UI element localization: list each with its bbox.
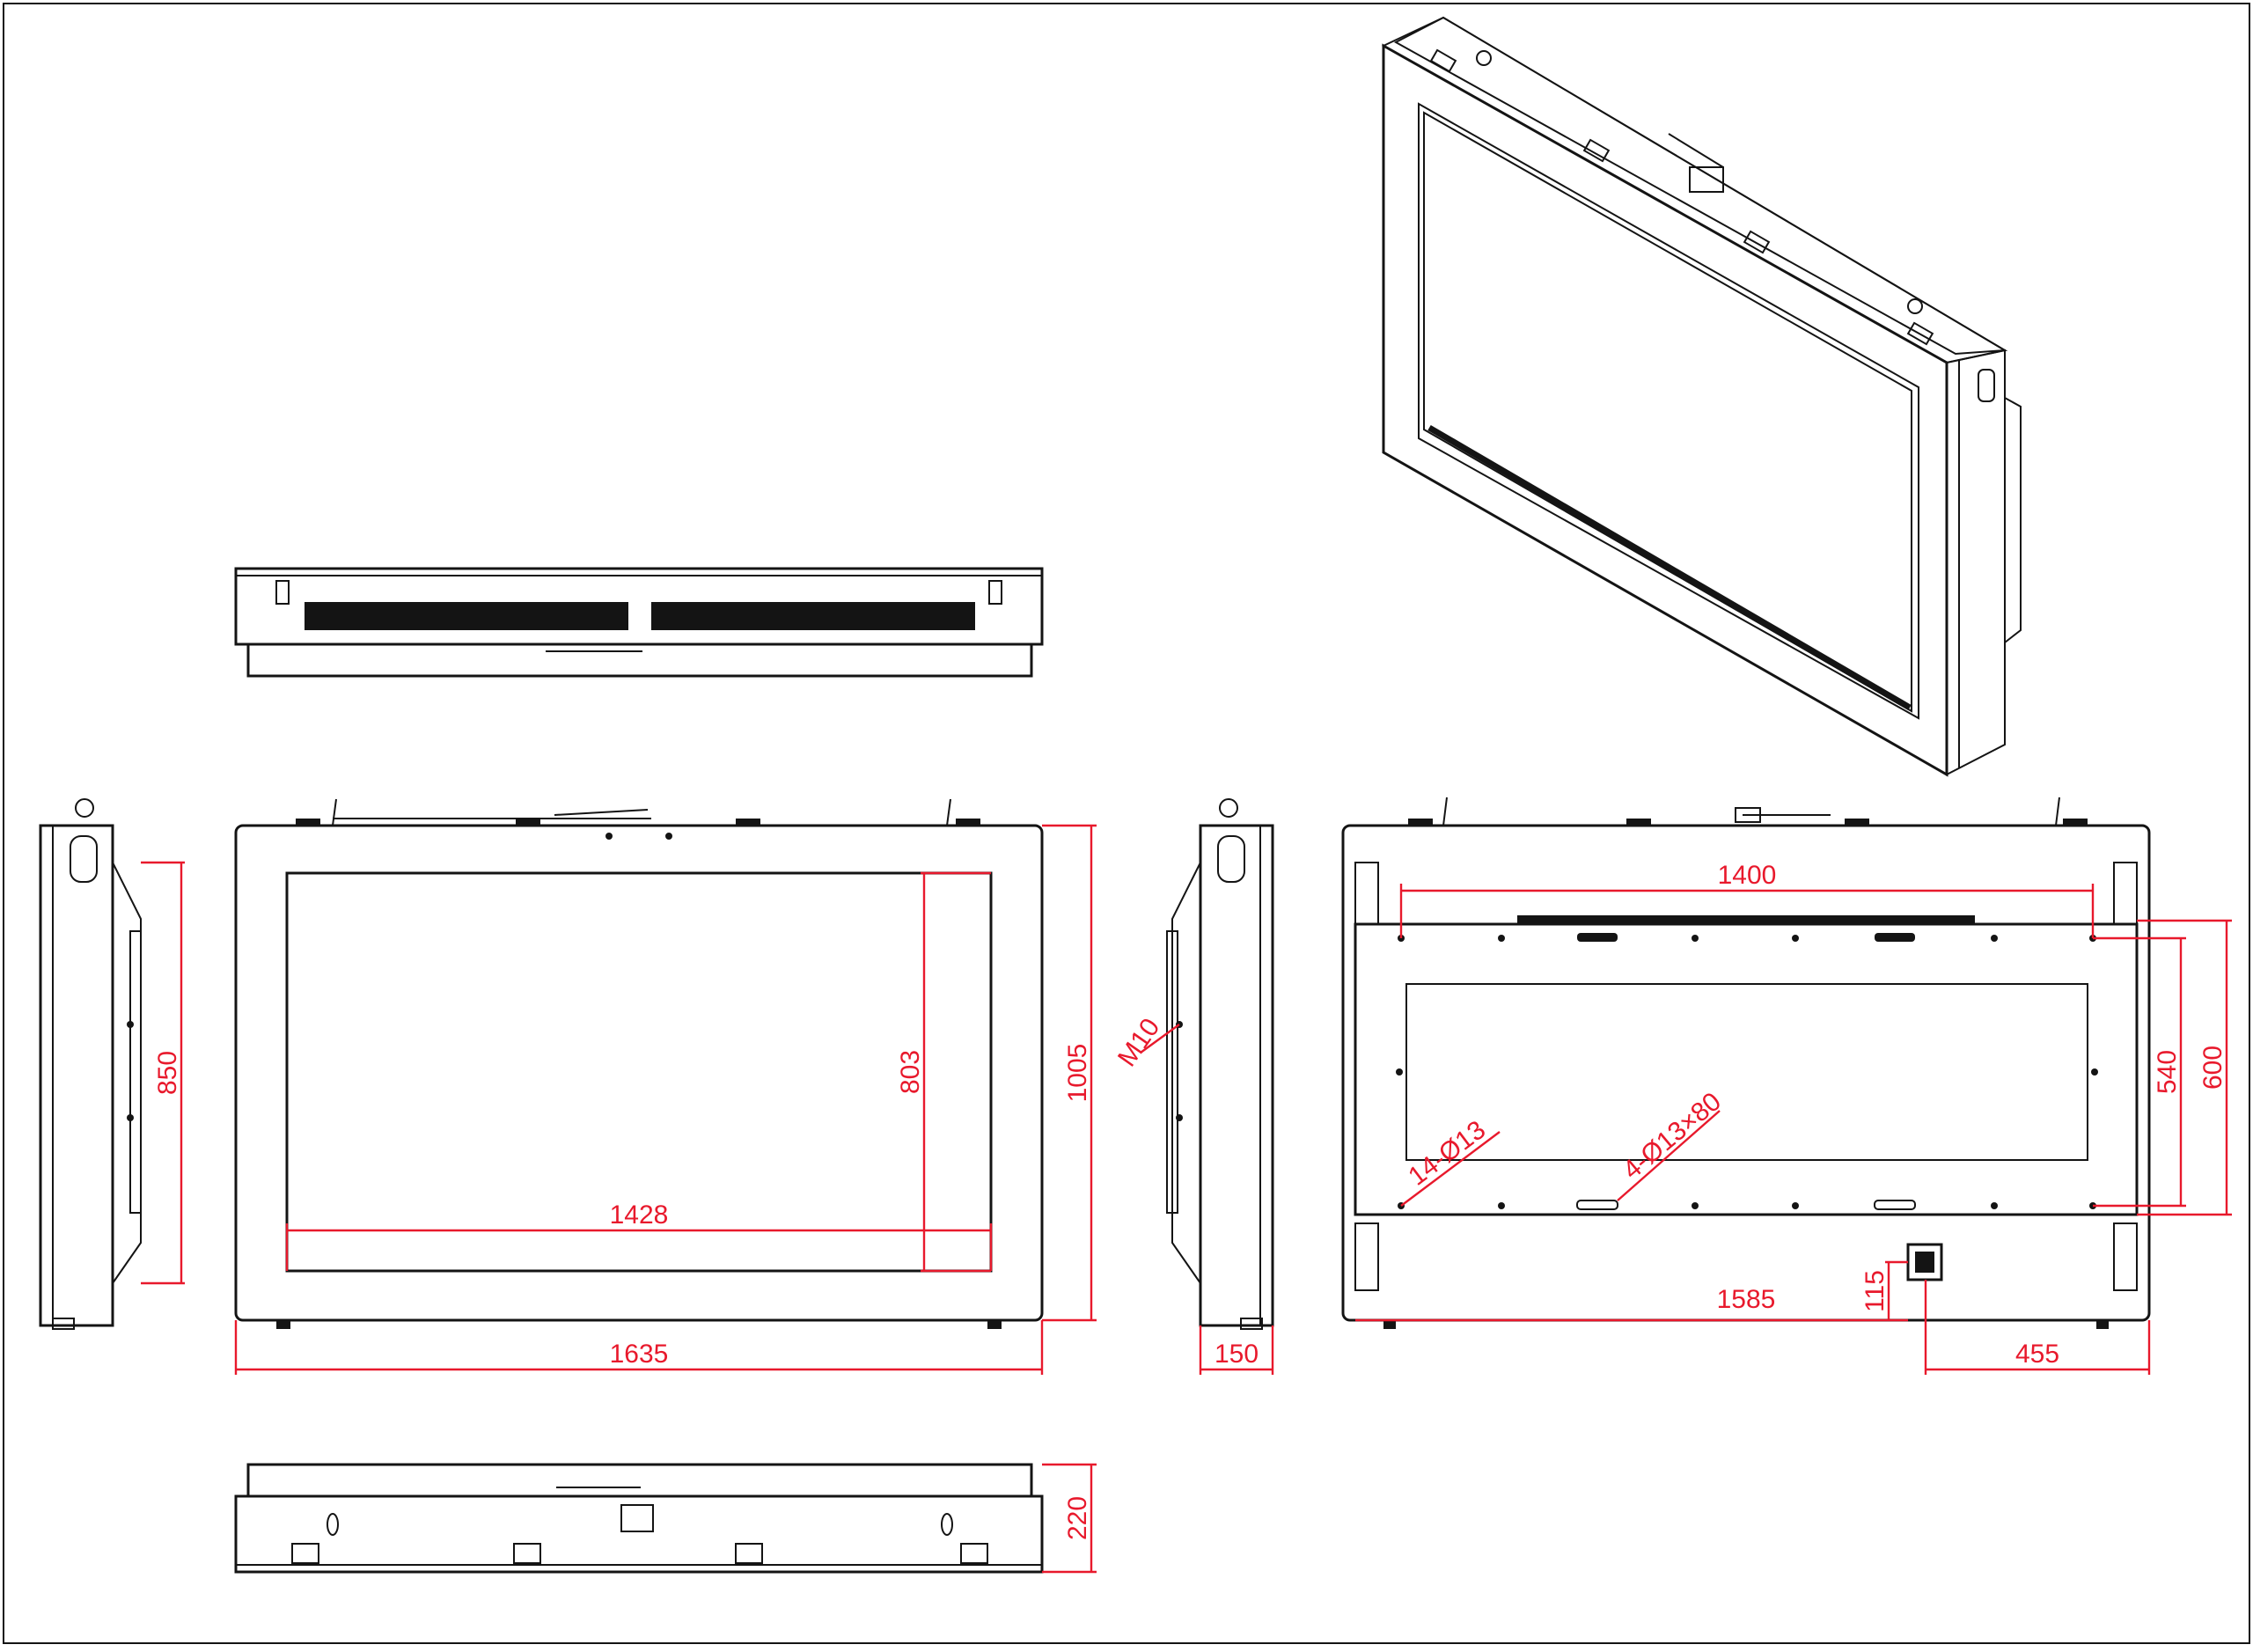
dim-bottom-depth: 220: [1063, 1496, 1092, 1540]
dim-side-right-thread: M10: [1112, 1013, 1166, 1072]
dim-rear-offset-y: 115: [1860, 1270, 1890, 1312]
rear-view: 1400 540 600 14-Ø13 4-Ø13×80 1585 115 45…: [1341, 797, 2232, 1375]
front-view: 1428 803 1005 1635: [234, 798, 1097, 1375]
top-view: [234, 567, 1044, 678]
dim-rear-holes-slot: 4-Ø13×80: [1618, 1087, 1727, 1186]
dim-front-viewing-height: 803: [896, 1050, 925, 1094]
dim-side-left-height: 850: [153, 1051, 182, 1095]
sheet-border: [3, 3, 2250, 1644]
dim-rear-hole-span-x: 1400: [1718, 861, 1777, 890]
dim-side-right-depth: 150: [1215, 1340, 1259, 1369]
dim-front-overall-height: 1005: [1063, 1044, 1092, 1103]
left-side-view: 850: [39, 798, 185, 1330]
dim-rear-outer-span-y: 600: [2198, 1046, 2227, 1090]
dim-rear-overall-width: 1585: [1717, 1285, 1776, 1314]
dim-front-viewing-width: 1428: [610, 1200, 669, 1230]
bottom-view: 220: [234, 1463, 1097, 1574]
dim-rear-offset-x: 455: [2015, 1340, 2059, 1369]
dim-front-overall-width: 1635: [610, 1340, 669, 1369]
right-side-view: M10 150: [1112, 798, 1274, 1375]
isometric-view: [1381, 16, 2022, 777]
dim-rear-holes-small: 14-Ø13: [1403, 1115, 1491, 1192]
dim-rear-hole-span-y: 540: [2153, 1050, 2182, 1094]
